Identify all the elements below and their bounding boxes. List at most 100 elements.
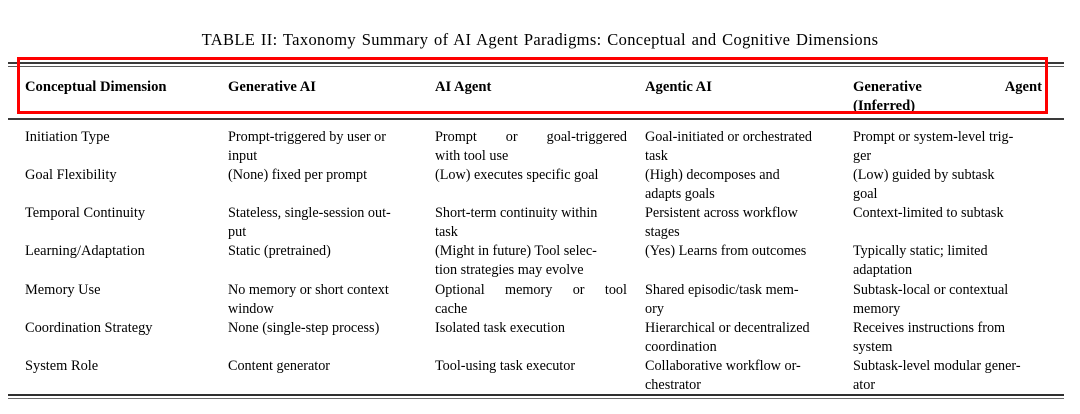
cell-line: ator <box>853 376 876 393</box>
table-cell-ai-agent: (Low) executes specific goal <box>435 166 627 185</box>
cell-line: (None) fixed per prompt <box>228 167 368 183</box>
cell-line: Collaborative workflow or- <box>645 358 801 374</box>
table-row: Temporal Continuity <box>25 205 146 221</box>
table-cell-generative-ai: Content generator <box>228 357 425 376</box>
cell-line: Goal-initiated or orchestrated <box>645 129 813 145</box>
table-row: Learning/Adaptation <box>25 243 145 259</box>
cell-line: No memory or short context <box>228 282 389 298</box>
table-cell-generative-ai: No memory or short context window <box>228 281 425 318</box>
table-header-separator-rule <box>8 118 1064 120</box>
table-cell-agentic-ai: Collaborative workflow or- chestrator <box>645 357 835 394</box>
cell-word: goal-triggered <box>546 129 627 145</box>
table-caption: TABLE II: Taxonomy Summary of AI Agent P… <box>201 30 879 49</box>
table-cell-ai-agent: Optional memory or tool cache <box>435 281 627 318</box>
cell-line: (Might in future) Tool selec- <box>435 243 597 259</box>
table-cell-ai-agent: (Might in future) Tool selec- tion strat… <box>435 242 627 279</box>
table-cell-generative-agent: Typically static; limited adaptation <box>853 242 1042 279</box>
table-cell-generative-ai: None (single-step process) <box>228 319 425 338</box>
cell-line: input <box>228 147 258 164</box>
table-cell-generative-agent: Context-limited to subtask <box>853 204 1042 223</box>
table-cell-ai-agent: Isolated task execution <box>435 319 627 338</box>
cell-line: Content generator <box>228 358 331 374</box>
table-cell-agentic-ai: (High) decomposes and adapts goals <box>645 166 835 203</box>
table-row: System Role <box>25 358 99 374</box>
cell-line: Static (pretrained) <box>228 243 331 259</box>
cell-line: Subtask-local or contextual <box>853 282 1009 298</box>
column-header-agentic-ai: Agentic AI <box>645 79 712 95</box>
cell-word: Optional <box>435 282 485 298</box>
table-cell-ai-agent: Short-term continuity within task <box>435 204 627 241</box>
table-cell-generative-agent: (Low) guided by subtask goal <box>853 166 1042 203</box>
cell-line: Prompt-triggered by user or <box>228 129 386 145</box>
table-cell-ai-agent: Prompt or goal-triggered with tool use <box>435 128 627 165</box>
column-header-ai-agent: AI Agent <box>435 79 492 95</box>
cell-word: or <box>505 129 518 145</box>
table-cell-agentic-ai: Shared episodic/task mem- ory <box>645 281 835 318</box>
column-header-generative-agent-inferred: (Inferred) <box>853 97 916 114</box>
cell-line: adaptation <box>853 261 913 278</box>
cell-line: with tool use <box>435 147 509 164</box>
cell-line: (Low) executes specific goal <box>435 167 599 183</box>
table-cell-agentic-ai: Persistent across workflow stages <box>645 204 835 241</box>
table-cell-agentic-ai: (Yes) Learns from outcomes <box>645 242 835 261</box>
cell-line: Hierarchical or decentralized <box>645 320 810 336</box>
table-cell-generative-ai: Prompt-triggered by user or input <box>228 128 425 165</box>
table-bottom-rule-thin <box>8 397 1064 399</box>
table-top-rule-thin <box>8 66 1064 67</box>
cell-line: Receives instructions from <box>853 320 1006 336</box>
cell-line: system <box>853 338 893 355</box>
cell-word: tool <box>604 282 627 298</box>
column-header-generative-agent: Generative Agent (Inferred) <box>853 78 1042 115</box>
table-bottom-rule-thick <box>8 394 1064 396</box>
cell-line: window <box>228 300 274 317</box>
cell-line: Tool-using task executor <box>435 358 576 374</box>
cell-line: (Yes) Learns from outcomes <box>645 243 807 259</box>
cell-line: task <box>645 147 668 164</box>
table-cell-generative-ai: Static (pretrained) <box>228 242 425 261</box>
table-row: Initiation Type <box>25 129 110 145</box>
table-cell-agentic-ai: Hierarchical or decentralized coordinati… <box>645 319 835 356</box>
cell-word: memory <box>505 282 553 298</box>
cell-line: goal <box>853 185 878 202</box>
cell-line: Subtask-level modular gener- <box>853 358 1021 374</box>
cell-line: ger <box>853 147 872 164</box>
cell-line: Isolated task execution <box>435 320 566 336</box>
cell-word: Prompt <box>435 129 477 145</box>
table-cell-agentic-ai: Goal-initiated or orchestrated task <box>645 128 835 165</box>
cell-line: cache <box>435 300 468 317</box>
table-cell-generative-agent: Prompt or system-level trig- ger <box>853 128 1042 165</box>
table-top-rule-thick <box>8 62 1064 64</box>
cell-word: or <box>572 282 585 298</box>
table-cell-generative-agent: Subtask-level modular gener- ator <box>853 357 1042 394</box>
column-header-generative-agent-word2: Agent <box>1004 79 1042 95</box>
table-cell-generative-agent: Receives instructions from system <box>853 319 1042 356</box>
cell-line: coordination <box>645 338 717 355</box>
cell-line: chestrator <box>645 376 701 393</box>
cell-line: None (single-step process) <box>228 320 380 336</box>
cell-line: Shared episodic/task mem- <box>645 282 799 298</box>
column-header-conceptual-dimension: Conceptual Dimension <box>25 79 167 95</box>
table-cell-generative-ai: (None) fixed per prompt <box>228 166 425 185</box>
cell-line: tion strategies may evolve <box>435 261 584 278</box>
cell-line: (Low) guided by subtask <box>853 167 995 183</box>
column-header-generative-agent-word1: Generative <box>853 79 922 95</box>
cell-line: ory <box>645 300 664 317</box>
cell-line: adapts goals <box>645 185 715 202</box>
cell-line: put <box>228 223 247 240</box>
cell-line: (High) decomposes and <box>645 167 780 183</box>
cell-line: stages <box>645 223 680 240</box>
table-cell-generative-ai: Stateless, single-session out- put <box>228 204 425 241</box>
table-row: Goal Flexibility <box>25 167 117 183</box>
cell-line: Persistent across workflow <box>645 205 798 221</box>
cell-line: Typically static; limited <box>853 243 988 259</box>
table-row: Coordination Strategy <box>25 320 153 336</box>
cell-line: memory <box>853 300 901 317</box>
cell-line: Context-limited to subtask <box>853 205 1004 221</box>
cell-line: task <box>435 223 458 240</box>
cell-line: Short-term continuity within <box>435 205 598 221</box>
table-cell-ai-agent: Tool-using task executor <box>435 357 627 376</box>
table-row: Memory Use <box>25 282 101 298</box>
cell-line: Stateless, single-session out- <box>228 205 391 221</box>
